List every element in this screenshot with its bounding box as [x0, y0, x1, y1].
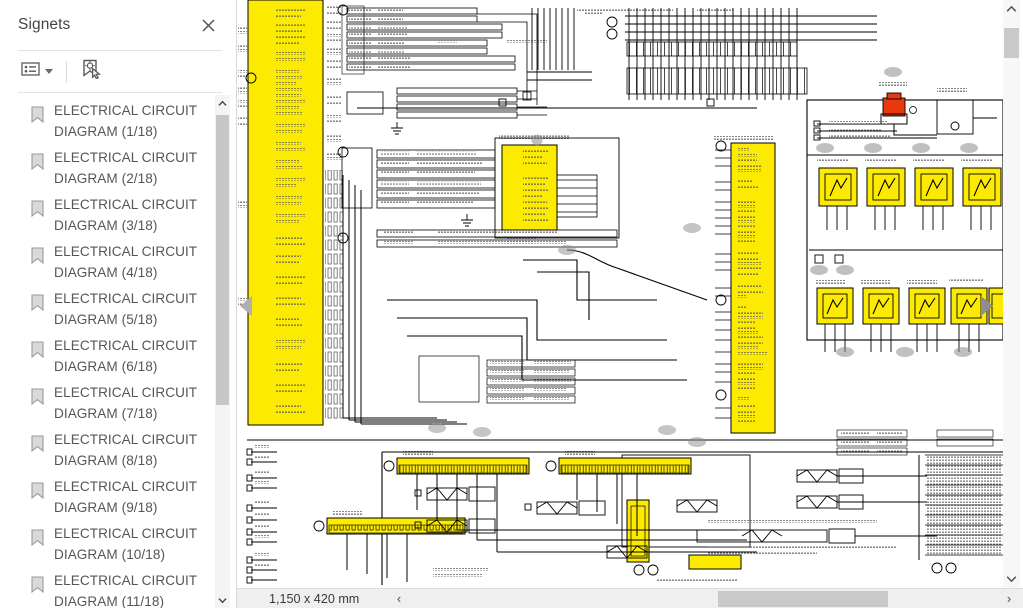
multicore-cable-grid — [357, 8, 877, 109]
center-ecu-module — [494, 134, 620, 244]
circuit-diagram-svg — [237, 0, 1006, 588]
triangle-right-icon — [981, 296, 993, 316]
connector-strip-2 — [545, 451, 692, 475]
reference-markers — [245, 4, 957, 576]
relay-row-top — [816, 143, 1002, 230]
connector-strip-5 — [688, 554, 742, 570]
bookmark-label: ELECTRICAL CIRCUIT DIAGRAM (1/18) — [54, 103, 197, 139]
bookmark-icon — [31, 106, 44, 124]
bookmark-item[interactable]: ELECTRICAL CIRCUIT DIAGRAM (4/18) — [0, 239, 216, 286]
toolbar-divider-bottom — [18, 92, 222, 93]
bottom-harness — [346, 474, 937, 582]
bookmark-icon — [31, 247, 44, 265]
connector-strip-3 — [313, 511, 466, 535]
emergency-stop-switch — [879, 67, 937, 136]
chevron-down-icon — [45, 69, 53, 74]
connector-strip-1 — [383, 451, 530, 475]
sidebar-title: Signets — [18, 16, 71, 33]
connector-strip-4 — [626, 499, 650, 563]
mid-tables — [341, 147, 618, 248]
status-bar: 1,150 x 420 mm ‹ › — [237, 588, 1023, 608]
bookmark-item[interactable]: ELECTRICAL CIRCUIT DIAGRAM (10/18) — [0, 521, 216, 568]
toolbar-divider — [66, 60, 67, 83]
document-viewer — [237, 0, 1023, 608]
upper-signal-table — [341, 5, 538, 105]
bookmark-label: ELECTRICAL CIRCUIT DIAGRAM (7/18) — [54, 385, 197, 421]
bookmark-item[interactable]: ELECTRICAL CIRCUIT DIAGRAM (3/18) — [0, 192, 216, 239]
ecu-connector-block-left — [238, 0, 343, 426]
bookmark-icon — [31, 482, 44, 500]
left-bus-lines — [342, 175, 467, 425]
bookmark-item[interactable]: ELECTRICAL CIRCUIT DIAGRAM (8/18) — [0, 427, 216, 474]
add-bookmark-button[interactable] — [77, 58, 105, 86]
right-bottom-table — [836, 429, 994, 456]
viewer-scroll-up-button[interactable] — [1003, 0, 1020, 18]
sidebar-toolbar — [0, 51, 236, 92]
bookmark-item[interactable]: ELECTRICAL CIRCUIT DIAGRAM (9/18) — [0, 474, 216, 521]
bookmark-icon — [31, 341, 44, 359]
sidebar-scroll-down-button[interactable] — [215, 592, 230, 608]
mid-signal-table — [346, 87, 547, 119]
page-dimensions-label: 1,150 x 420 mm — [269, 591, 360, 606]
horizontal-scroll-right-button[interactable]: › — [1006, 591, 1012, 606]
bookmark-icon — [31, 200, 44, 218]
sidebar-scrollbar-thumb[interactable] — [216, 115, 229, 405]
list-options-button[interactable] — [18, 58, 56, 86]
triangle-left-icon — [240, 296, 252, 316]
list-options-icon — [21, 61, 40, 82]
ecu-connector-block-right — [713, 136, 776, 434]
horizontal-scrollbar-track[interactable] — [413, 588, 995, 608]
bookmark-label: ELECTRICAL CIRCUIT DIAGRAM (8/18) — [54, 432, 197, 468]
sidebar-header: Signets — [0, 0, 236, 50]
bookmark-icon — [31, 294, 44, 312]
bookmarks-sidebar: Signets — [0, 0, 237, 608]
next-page-button[interactable] — [981, 296, 997, 318]
bookmark-item[interactable]: ELECTRICAL CIRCUIT DIAGRAM (5/18) — [0, 286, 216, 333]
bookmark-icon — [31, 576, 44, 594]
bookmark-label: ELECTRICAL CIRCUIT DIAGRAM (6/18) — [54, 338, 197, 374]
bookmark-label: ELECTRICAL CIRCUIT DIAGRAM (11/18) — [54, 573, 197, 608]
bookmark-item[interactable]: ELECTRICAL CIRCUIT DIAGRAM (6/18) — [0, 333, 216, 380]
bookmark-icon — [31, 435, 44, 453]
bookmark-item[interactable]: ELECTRICAL CIRCUIT DIAGRAM (7/18) — [0, 380, 216, 427]
bookmark-list[interactable]: ELECTRICAL CIRCUIT DIAGRAM (1/18) ELECTRI… — [0, 92, 216, 608]
signal-desc-tables — [418, 355, 576, 404]
io-terminal-column — [246, 448, 277, 584]
bookmark-label: ELECTRICAL CIRCUIT DIAGRAM (10/18) — [54, 526, 197, 562]
relay-row-bottom — [815, 278, 1006, 352]
bookmark-label: ELECTRICAL CIRCUIT DIAGRAM (3/18) — [54, 197, 197, 233]
bookmark-label: ELECTRICAL CIRCUIT DIAGRAM (2/18) — [54, 150, 197, 186]
relay-switch-right — [936, 88, 997, 135]
close-icon[interactable] — [194, 11, 222, 39]
bookmark-item[interactable]: ELECTRICAL CIRCUIT DIAGRAM (2/18) — [0, 145, 216, 192]
bookmark-icon — [31, 529, 44, 547]
previous-page-button[interactable] — [240, 296, 256, 318]
add-bookmark-icon — [80, 59, 102, 84]
bookmark-item[interactable]: ELECTRICAL CIRCUIT DIAGRAM (11/18) — [0, 568, 216, 608]
horizontal-scroll-left-button[interactable]: ‹ — [396, 591, 402, 606]
relay-row-divider — [809, 249, 1003, 264]
right-edge-terminal-rows — [918, 454, 1003, 560]
bookmark-icon — [31, 388, 44, 406]
bookmark-label: ELECTRICAL CIRCUIT DIAGRAM (9/18) — [54, 479, 197, 515]
sidebar-scrollbar[interactable] — [215, 95, 230, 608]
viewer-scroll-down-button[interactable] — [1003, 570, 1020, 588]
viewer-vertical-scrollbar[interactable] — [1003, 0, 1020, 588]
header-divider — [18, 50, 222, 51]
bookmark-icon — [31, 153, 44, 171]
circuit-diagram-page[interactable] — [237, 0, 1006, 588]
ground-symbols — [391, 122, 473, 227]
bookmark-label: ELECTRICAL CIRCUIT DIAGRAM (4/18) — [54, 244, 197, 280]
bookmark-label: ELECTRICAL CIRCUIT DIAGRAM (5/18) — [54, 291, 197, 327]
viewer-scrollbar-thumb[interactable] — [1004, 28, 1019, 58]
horizontal-scrollbar-thumb[interactable] — [718, 590, 888, 607]
bookmark-item[interactable]: ELECTRICAL CIRCUIT DIAGRAM (1/18) — [0, 98, 216, 145]
sidebar-scroll-up-button[interactable] — [215, 95, 230, 111]
